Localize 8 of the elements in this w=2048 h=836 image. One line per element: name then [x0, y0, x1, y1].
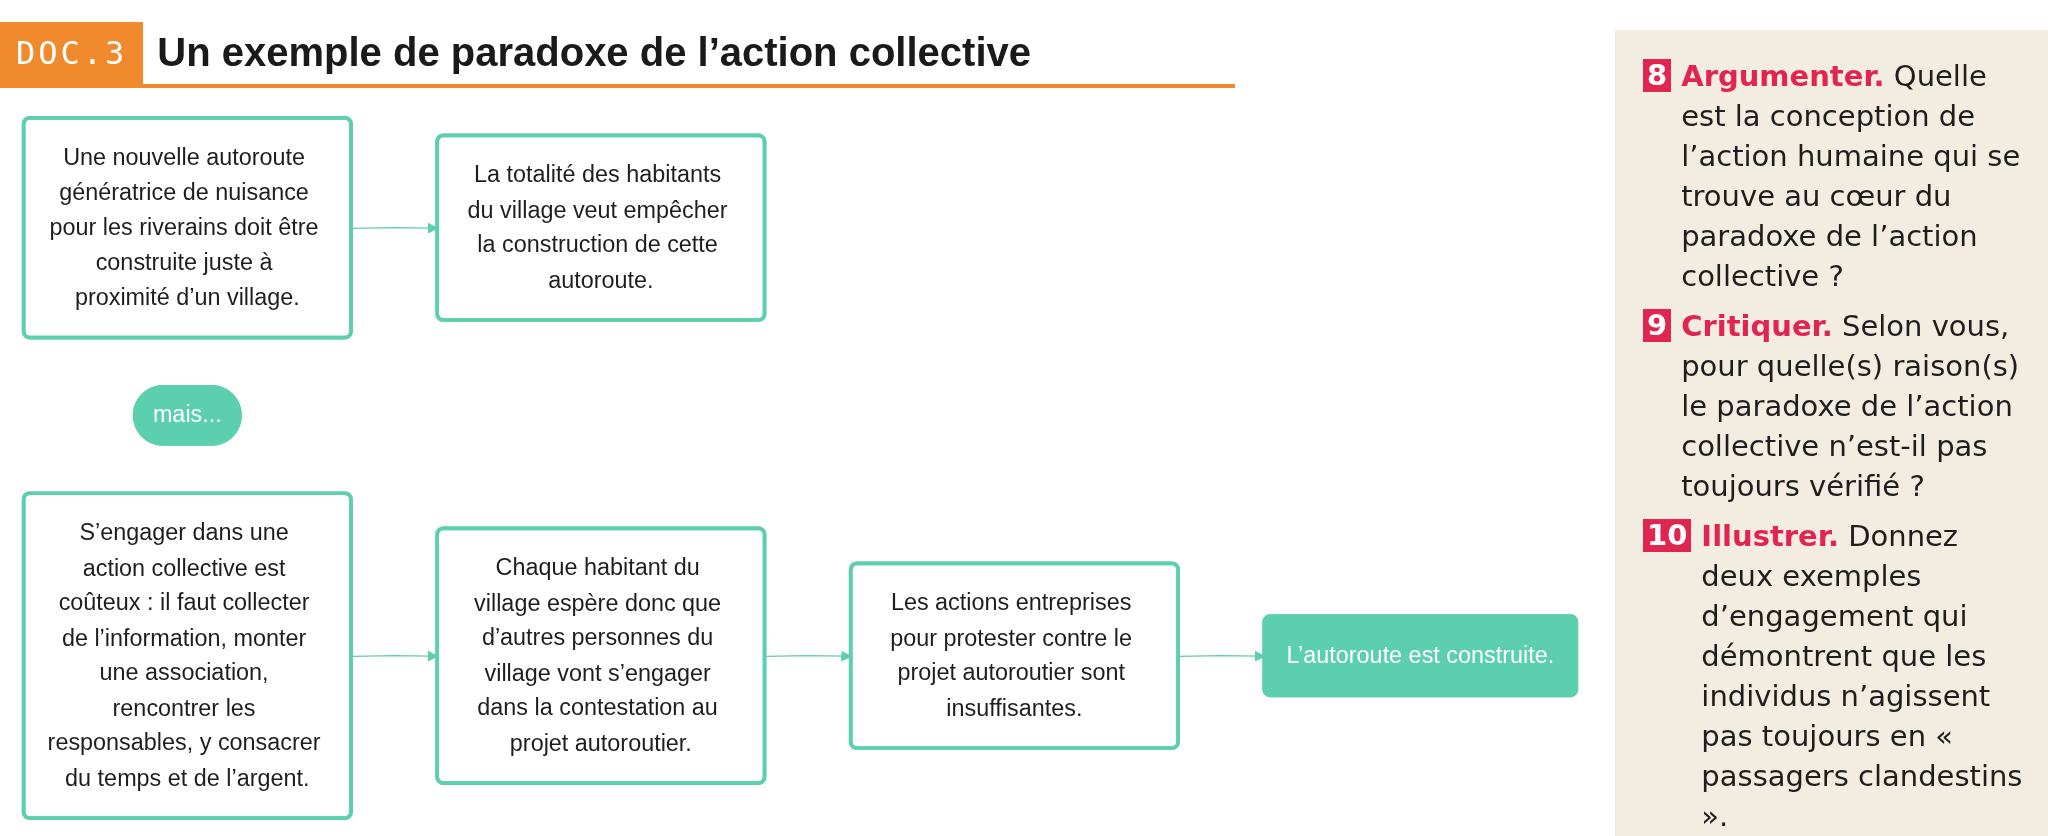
document-number: DOC.3 — [0, 22, 144, 84]
title: Un exemple de paradoxe de l’action collective — [156, 29, 1032, 76]
question-text: Argumenter. Quelle est la conception de l’action humaine qui se trouve au cœur du paradoxe de l’action collective ? — [1681, 58, 2022, 295]
question-text: Illustrer. Donnez deux exemples d’engagement qui démontrent que les individus n’agissent pas toujours en « passagers clandestins ». — [1701, 518, 2024, 835]
question-text: Critiquer. Selon vous, pour quelle(s) raison(s) le paradoxe de l’action collective n’est-il pas toujours vérifié ? — [1681, 308, 2021, 505]
question-number: 9 — [1643, 309, 1672, 342]
question-number: 8 — [1643, 59, 1672, 92]
question-number: 10 — [1643, 519, 1692, 552]
